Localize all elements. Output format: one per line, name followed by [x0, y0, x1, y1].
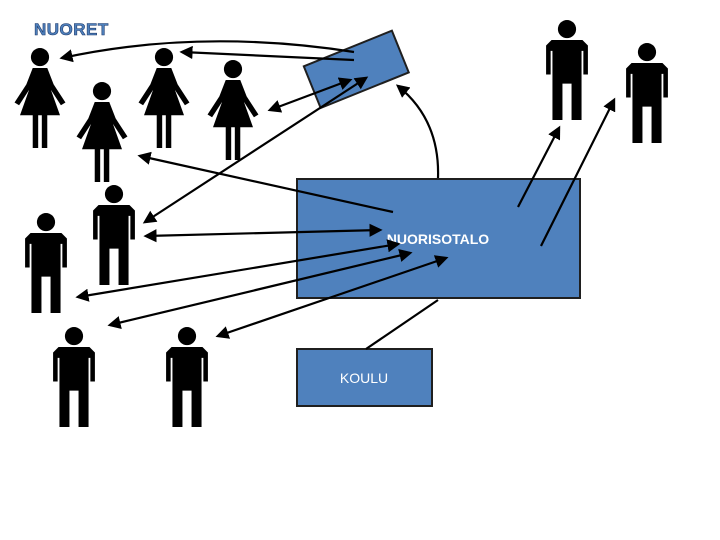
arrow [395, 84, 440, 179]
arrow [59, 40, 355, 63]
nuorisotalo-label: NUORISOTALO [387, 231, 490, 247]
arrow [540, 97, 616, 247]
koulu-label: KOULU [340, 370, 388, 386]
male-figure [546, 20, 588, 120]
koulu-box [296, 348, 433, 407]
male-figure [93, 185, 135, 285]
female-figure [207, 60, 259, 160]
female-figure [14, 48, 66, 148]
male-figure [626, 43, 668, 143]
arrow [137, 151, 394, 214]
arrow [179, 45, 355, 62]
female-figure [76, 82, 128, 182]
arrow [143, 223, 383, 243]
female-figure [138, 48, 190, 148]
arrow [517, 125, 561, 208]
arrow [142, 76, 369, 224]
male-figure [53, 327, 95, 427]
diagram-title: NUORET [34, 20, 109, 40]
small-tilted-box [302, 29, 411, 110]
connector-line [365, 299, 439, 350]
male-figure [166, 327, 208, 427]
male-figure [25, 213, 67, 313]
arrow [215, 255, 449, 339]
